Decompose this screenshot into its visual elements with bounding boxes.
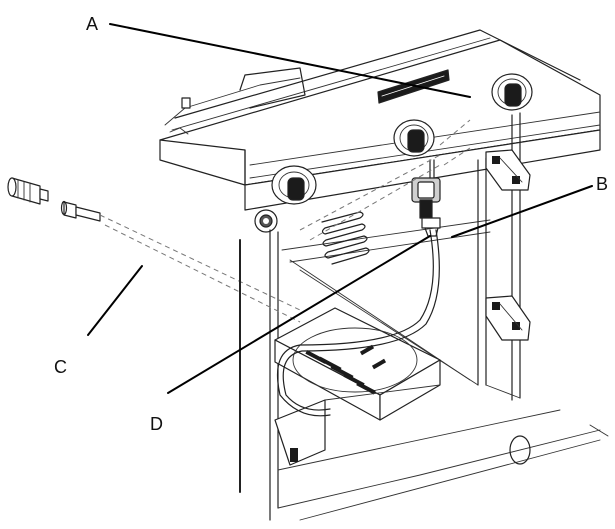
door-hinge-icon <box>485 295 531 341</box>
tank-tray <box>274 307 441 466</box>
igniter-button-icon[interactable] <box>254 209 278 233</box>
hose-fitting-icon <box>7 177 49 205</box>
callout-a: A <box>86 14 98 34</box>
door-hinge-icon <box>485 149 531 191</box>
control-knob-icon[interactable] <box>393 119 435 157</box>
regulator-valve-icon[interactable] <box>411 159 441 237</box>
assembly-path <box>99 119 471 323</box>
callout-c: C <box>54 357 67 377</box>
leader-a <box>109 23 471 98</box>
gas-hose <box>276 229 440 417</box>
leader-d <box>167 235 431 394</box>
control-knob-icon[interactable] <box>491 73 533 111</box>
control-panel <box>159 29 601 211</box>
hose-fitting-icon <box>60 200 101 222</box>
tray-slots <box>305 344 387 395</box>
vent-slots <box>321 211 370 265</box>
callout-d: D <box>150 414 163 434</box>
leader-c <box>87 265 143 336</box>
callout-b: B <box>596 174 608 194</box>
leader-b <box>451 185 593 238</box>
control-knob-icon[interactable] <box>271 165 317 205</box>
